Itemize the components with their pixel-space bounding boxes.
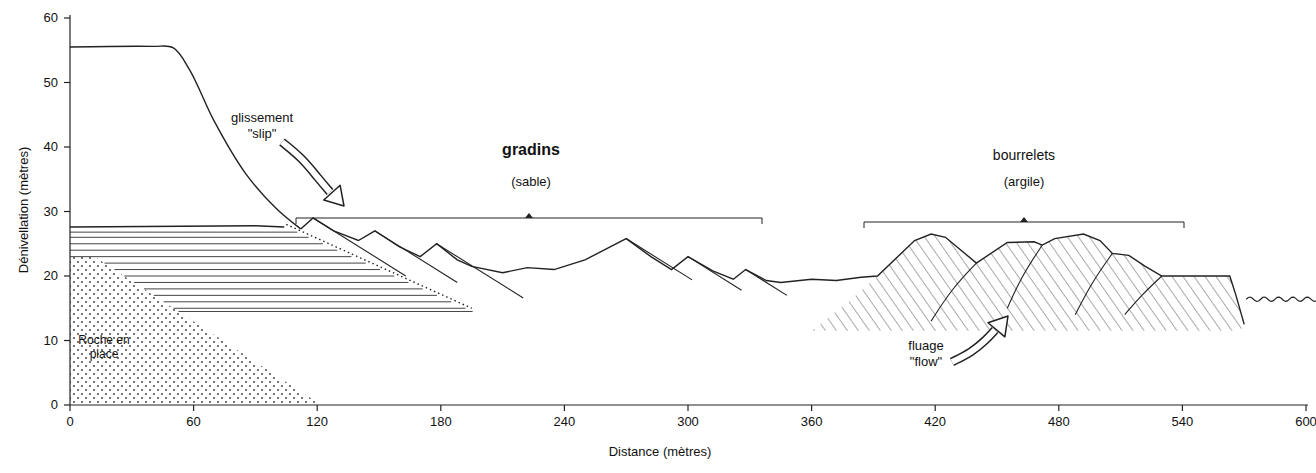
feature-label: "slip": [248, 127, 277, 142]
arrow-outline: [282, 142, 330, 192]
x-tick: [1305, 405, 1306, 411]
tick-label: 120: [306, 415, 328, 430]
axis-title: Distance (mètres): [609, 445, 712, 460]
feature-label: gradins: [502, 141, 560, 159]
water-surface: [1246, 297, 1316, 301]
stratum-line: [144, 288, 423, 289]
arrow-head: [324, 185, 344, 206]
ground-profile: [301, 218, 1244, 324]
y-tick: [64, 82, 70, 83]
stratum-line: [114, 269, 380, 270]
arrow-body: [282, 142, 330, 192]
shear-plane: [688, 257, 742, 291]
terrace-surface: [70, 226, 284, 227]
x-tick: [1058, 405, 1059, 411]
stratum-line: [154, 295, 437, 296]
clay-ridges: [812, 234, 1245, 331]
shear-curve: [1125, 276, 1162, 315]
x-tick: [564, 405, 565, 411]
shear-plane: [437, 244, 524, 298]
feature-label: Roche en place: [73, 334, 135, 362]
bracket-marker: [1020, 217, 1028, 222]
y-tick: [64, 340, 70, 341]
bedrock-area: [70, 257, 321, 405]
y-axis: [69, 15, 70, 405]
stratum-line: [174, 308, 466, 309]
x-tick: [317, 405, 318, 411]
shear-plane: [746, 270, 787, 296]
scarp-profile: [70, 46, 301, 229]
tick-label: 180: [430, 415, 452, 430]
x-tick: [935, 405, 936, 411]
shear-plane: [313, 218, 406, 276]
x-tick: [1182, 405, 1183, 411]
stratum-line: [124, 276, 394, 277]
y-tick: [64, 17, 70, 18]
stratum-line: [70, 256, 351, 257]
stratum-line: [178, 311, 472, 312]
tick-label: 60: [44, 11, 58, 26]
feature-label: glissement: [231, 111, 293, 126]
stratum-line: [70, 243, 323, 244]
stratum-line: [70, 232, 297, 233]
tick-label: 540: [1172, 415, 1194, 430]
x-tick: [440, 405, 441, 411]
tick-label: 50: [44, 75, 58, 90]
tick-label: 60: [186, 415, 200, 430]
shear-plane: [375, 231, 457, 283]
feature-label: fluage: [908, 339, 943, 354]
y-tick: [64, 275, 70, 276]
x-tick: [687, 405, 688, 411]
tick-label: 600: [1295, 415, 1316, 430]
stratum-line: [164, 301, 452, 302]
tick-label: 420: [924, 415, 946, 430]
x-tick: [811, 405, 812, 411]
stratum-line: [134, 282, 408, 283]
tick-label: 360: [801, 415, 823, 430]
feature-label: (sable): [511, 175, 551, 190]
feature-label: bourrelets: [993, 147, 1055, 163]
stratum-line: [70, 237, 309, 238]
shear-curve: [931, 263, 976, 321]
range-bracket: [864, 222, 1184, 228]
tick-label: 10: [44, 333, 58, 348]
tick-label: 20: [44, 269, 58, 284]
tick-label: 240: [554, 415, 576, 430]
y-tick: [64, 211, 70, 212]
tick-label: 300: [677, 415, 699, 430]
arrow-head: [988, 316, 1008, 337]
x-axis: [70, 404, 1308, 405]
bracket-marker: [525, 213, 533, 218]
tick-label: 0: [51, 398, 58, 413]
shear-curve: [1007, 245, 1042, 308]
axis-title: Dénivellation (mètres): [17, 147, 32, 273]
x-tick: [193, 405, 194, 411]
y-tick: [64, 404, 70, 405]
y-tick: [64, 146, 70, 147]
tick-label: 0: [66, 415, 73, 430]
stratum-line: [105, 263, 366, 264]
tick-label: 30: [44, 204, 58, 219]
shear-plane: [626, 239, 692, 280]
arrow-body: [952, 330, 995, 362]
feature-label: "flow": [910, 355, 942, 370]
feature-label: (argile): [1004, 175, 1044, 190]
arrow-outline: [952, 330, 995, 362]
stratum-line: [70, 250, 337, 251]
tick-label: 40: [44, 140, 58, 155]
slip-surface: [286, 224, 471, 308]
range-bracket: [296, 218, 762, 224]
x-tick: [69, 405, 70, 411]
tick-label: 480: [1048, 415, 1070, 430]
shear-curve: [1075, 253, 1112, 314]
